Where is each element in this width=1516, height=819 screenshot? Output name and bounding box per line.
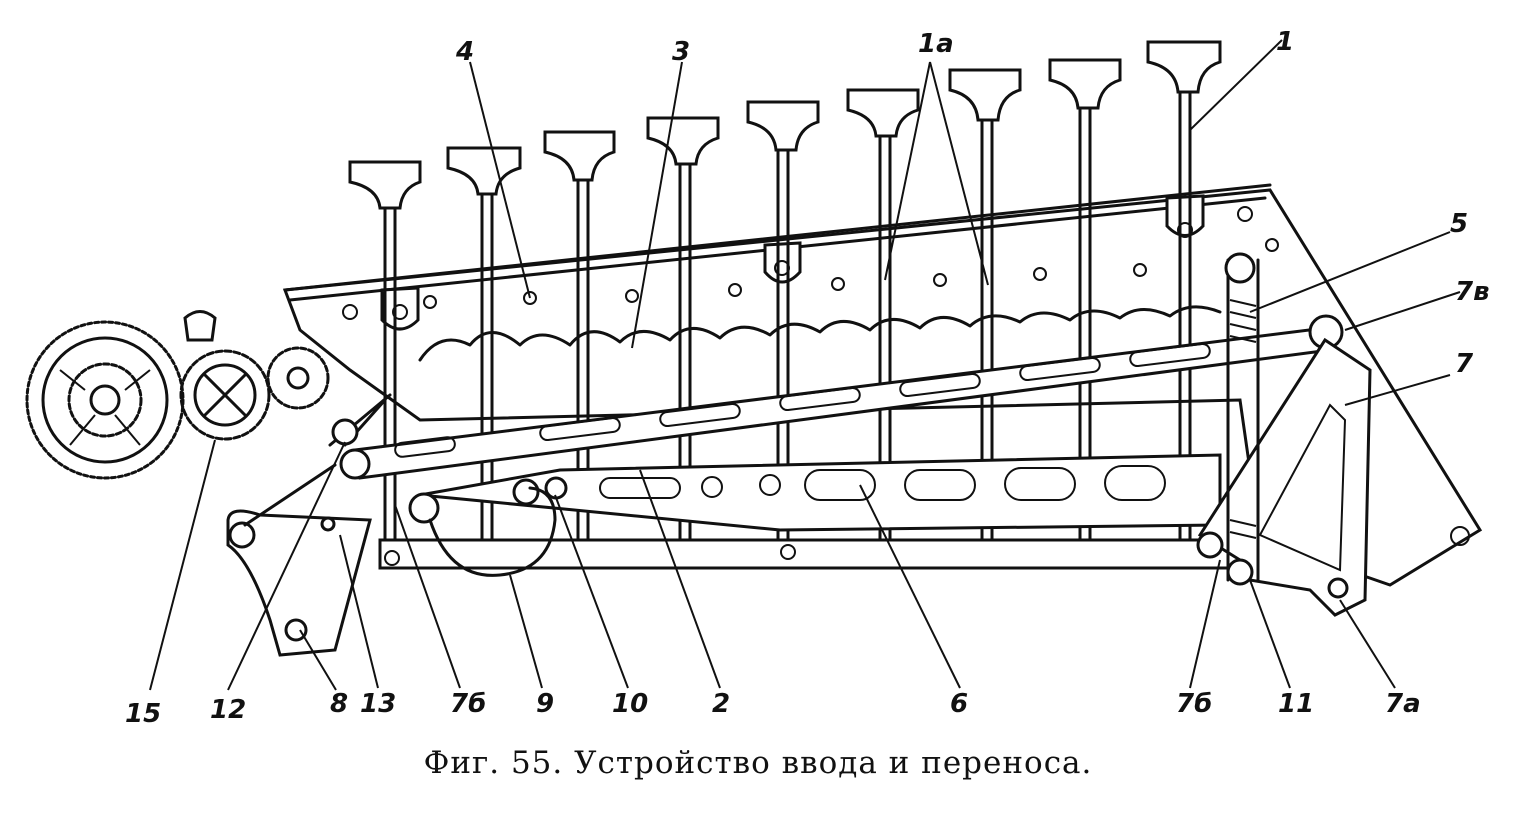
figure-caption: Фиг. 55. Устройство ввода и переноса. xyxy=(423,745,1093,781)
label-15: 15 xyxy=(125,699,161,729)
label-2: 2 xyxy=(712,689,730,719)
left-linkage xyxy=(226,393,392,657)
label-5: 5 xyxy=(1450,209,1468,239)
label-1: 1 xyxy=(1276,27,1294,57)
label-4: 4 xyxy=(455,37,474,67)
oval-slot-bar-6 xyxy=(408,453,1222,532)
lower-rail xyxy=(378,538,1262,570)
label-7: 7 xyxy=(1455,349,1474,379)
label-6: 6 xyxy=(950,689,968,719)
hook-9 xyxy=(428,486,557,577)
part-labels: 4 3 1a 1 5 7в 7 15 12 8 13 7б 9 10 2 6 7… xyxy=(125,27,1490,729)
label-1a: 1a xyxy=(918,29,954,59)
slotted-bar-2 xyxy=(339,314,1344,480)
label-9: 9 xyxy=(536,689,554,719)
label-7b-right: 7б xyxy=(1176,689,1212,719)
leader-lines xyxy=(149,39,1461,691)
label-8: 8 xyxy=(330,689,348,719)
label-7b-left: 7б xyxy=(450,689,486,719)
label-7a: 7a xyxy=(1385,689,1421,719)
label-12: 12 xyxy=(210,695,246,725)
label-11: 11 xyxy=(1278,689,1314,719)
label-10: 10 xyxy=(612,689,648,719)
rod-1 xyxy=(348,160,422,542)
label-13: 13 xyxy=(360,689,396,719)
label-3: 3 xyxy=(672,37,690,67)
spring-11 xyxy=(1224,252,1260,586)
gear-train-15 xyxy=(25,310,330,480)
label-7v: 7в xyxy=(1455,277,1490,307)
